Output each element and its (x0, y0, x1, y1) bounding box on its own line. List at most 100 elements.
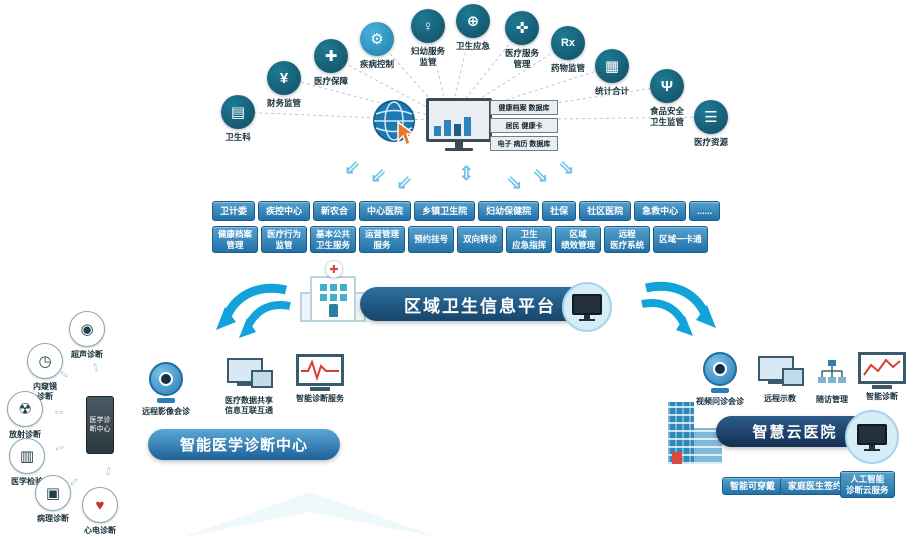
arc-node-label: 医疗服务 管理 (504, 48, 539, 69)
arc-node-statistics: ▦ 统计合计 (577, 49, 647, 97)
webcam-icon (149, 362, 183, 403)
emergency-globe-icon: ⊕ (456, 4, 490, 38)
icon-glyph: ▤ (230, 104, 246, 121)
org-chip[interactable]: 乡镇卫生院 (414, 201, 476, 221)
lab-test-icon: ▥ (9, 438, 45, 474)
arc-node-label: 财务监管 (266, 98, 301, 108)
ambulance-icon: ✜ (505, 11, 539, 45)
icon-glyph: ◷ (38, 353, 52, 370)
disease-control-icon: ⚙ (360, 22, 394, 56)
svc-label: 视频问诊会诊 (696, 397, 744, 406)
arc-node-disease-control: ⚙疾病控制 (342, 22, 412, 70)
red-cross-icon: ✚ (325, 260, 343, 278)
arc-node-health-emergency: ⊕ 卫生应急 (438, 4, 508, 52)
node-endoscopy: ◷内窥镜 诊断 (15, 343, 75, 402)
flow-arrow-icon: ⇙ (344, 157, 361, 179)
arc-node-health-science: ▤ 卫生科 (203, 95, 273, 143)
service-chip[interactable]: 远程 医疗系统 (604, 226, 651, 253)
big-arrow-right-icon (641, 281, 716, 336)
hospital-icon: ✚ (300, 260, 366, 324)
svc-label: 远程影像会诊 (142, 407, 190, 416)
finance-antenna-icon: ¥ (267, 61, 301, 95)
platform-banner: 区域卫生信息平台 (360, 287, 600, 321)
ledger-icon: ▤ (221, 95, 255, 129)
service-chip[interactable]: 卫生 应急指挥 (506, 226, 553, 253)
decorative-chevron (180, 492, 440, 538)
big-arrow-left-icon (216, 283, 291, 338)
svc-smart-diagnosis: 智能诊断服务 (282, 354, 358, 404)
hospital-building-icon (664, 402, 724, 466)
org-chip[interactable]: 妇幼保健院 (478, 201, 540, 221)
icon-glyph: ▣ (45, 485, 61, 502)
icon-glyph: ▦ (604, 58, 620, 75)
svc-data-sharing: 医疗数据共享 信息互联互通 (206, 358, 292, 417)
icon-glyph: ♥ (95, 496, 105, 514)
icon-glyph: ☰ (704, 109, 718, 126)
orgchart-icon (817, 360, 847, 391)
node-ultrasound: ◉超声诊断 (57, 311, 117, 360)
building-door (672, 452, 682, 464)
device-label: 医学诊断中心 (89, 416, 111, 433)
arc-node-label: 卫生科 (225, 132, 251, 142)
medkit-icon: ✚ (314, 39, 348, 73)
service-chip[interactable]: 基本公共 卫生服务 (310, 226, 357, 253)
org-chip[interactable]: 急救中心 (634, 201, 687, 221)
ai-cloud-service-button[interactable]: 人工智能 诊断云服务 (840, 471, 895, 498)
svc-followup-mgmt: 随访管理 (802, 360, 862, 405)
svc-label: 随访管理 (816, 395, 848, 404)
node-pathology: ▣病理诊断 (23, 475, 83, 524)
analytics-monitor-icon (858, 352, 906, 389)
flow-arrow-icon: ⇘ (506, 172, 523, 194)
svc-remote-teaching: 远程示教 (748, 356, 812, 404)
pill-icon: Rx (551, 26, 585, 60)
svc-video-consult: 视频问诊会诊 (684, 352, 756, 407)
cursor-icon (397, 120, 419, 152)
node-radiology: ☢放射诊断 (0, 391, 55, 440)
node-label: 放射诊断 (9, 430, 41, 439)
diagnosis-center-banner: 智能医学诊断中心 (148, 429, 340, 460)
pathology-icon: ▣ (35, 475, 71, 511)
flow-arrow-icon: ⇘ (532, 165, 549, 187)
svc-label: 远程示教 (764, 394, 796, 403)
swap-arrow-icon: ⇔ (98, 462, 116, 480)
org-button-row: 卫计委 疾控中心 新农合 中心医院 乡镇卫生院 妇幼保健院 社保 社区医院 急救… (212, 201, 721, 221)
svc-remote-imaging: 远程影像会诊 (130, 362, 202, 417)
org-chip[interactable]: 疾控中心 (258, 201, 311, 221)
org-chip[interactable]: 卫计委 (212, 201, 256, 221)
cloud-hospital-title: 智慧云医院 (752, 424, 838, 441)
node-lab-test: ▥医学检验 (0, 438, 57, 487)
org-chip[interactable]: ...... (689, 201, 721, 221)
org-chip[interactable]: 中心医院 (359, 201, 412, 221)
org-chip[interactable]: 社区医院 (579, 201, 632, 221)
diagnosis-center-device: 医学诊断中心 (86, 396, 114, 454)
flow-arrow-icon: ⇘ (558, 157, 575, 179)
service-chip[interactable]: 双向转诊 (457, 226, 504, 253)
icon-glyph: ✚ (324, 48, 338, 65)
arc-node-label: 妇幼服务 监管 (410, 46, 445, 67)
arc-node-label: 卫生应急 (455, 41, 490, 51)
node-ecg: ♥心电诊断 (70, 487, 130, 536)
database-label: 电子 病历 数据库 (490, 136, 558, 151)
arc-node-label: 食品安全 卫生监管 (649, 106, 684, 127)
arc-node-medical-insurance: ✚医疗保障 (296, 39, 366, 87)
shared-monitors-icon (225, 358, 273, 392)
service-chip[interactable]: 预约挂号 (408, 226, 455, 253)
maternal-child-icon: ♀ (411, 9, 445, 43)
resource-stack-icon: ☰ (694, 100, 728, 134)
service-chip[interactable]: 运营管理 服务 (359, 226, 406, 253)
svc-label: 医疗数据共享 信息互联互通 (225, 396, 273, 416)
calculator-icon: ▦ (595, 49, 629, 83)
service-chip[interactable]: 区域一卡通 (653, 226, 708, 253)
flow-arrow-icon: ⇙ (370, 165, 387, 187)
org-chip[interactable]: 社保 (542, 201, 577, 221)
service-chip[interactable]: 健康档案 管理 (212, 226, 259, 253)
wearable-button[interactable]: 智能可穿戴 (722, 477, 784, 495)
service-chip[interactable]: 区域 绩效管理 (555, 226, 602, 253)
org-chip[interactable]: 新农合 (313, 201, 357, 221)
arc-node-label: 统计合计 (594, 86, 629, 96)
service-chip[interactable]: 医疗行为 监管 (261, 226, 308, 253)
arc-node-finance-supervision: ¥ 财务监管 (249, 61, 319, 109)
